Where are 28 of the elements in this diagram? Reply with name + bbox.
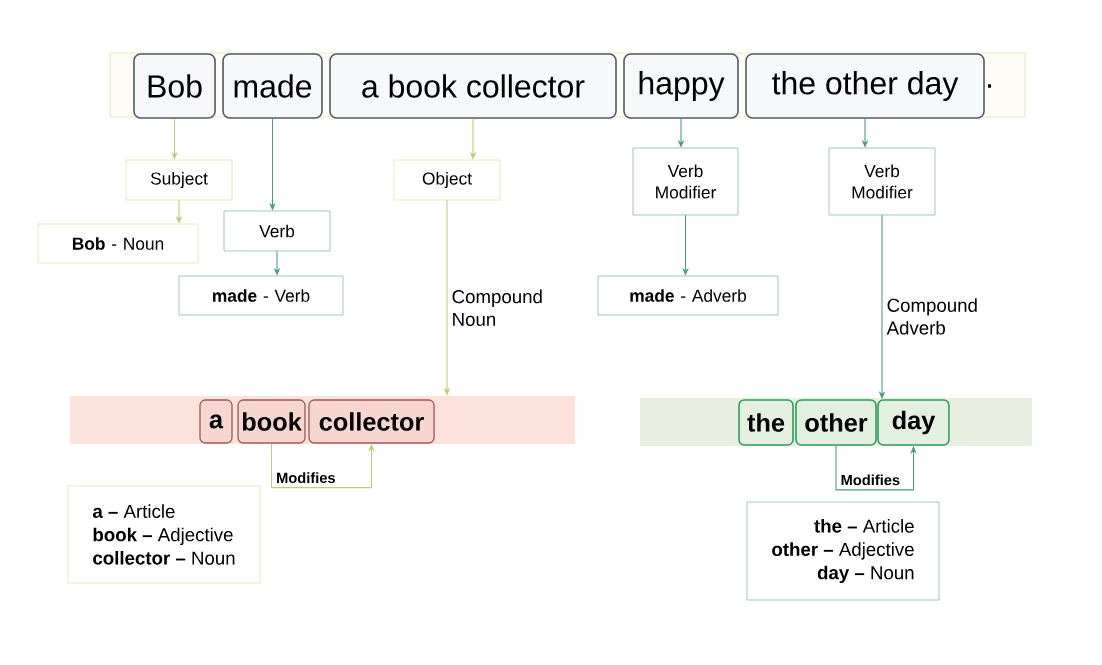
edge-label: Modifies: [841, 474, 900, 486]
label-box: Verb Modifier: [632, 147, 739, 216]
edge-label: Compound Adverb: [886, 298, 977, 335]
label-box: Bob - Noun: [37, 223, 199, 264]
edge-label: Compound Noun: [452, 289, 542, 326]
word-box: a book collector: [329, 53, 617, 119]
word-box: book: [237, 399, 306, 444]
word-box: day: [877, 399, 950, 446]
word-box: a: [199, 399, 233, 444]
word-box: the other day: [745, 53, 985, 119]
label-box: Object: [393, 159, 501, 201]
label-box: Subject: [125, 159, 233, 201]
word-box: made: [222, 53, 323, 119]
label-box: made - Adverb: [597, 275, 779, 316]
sentence-period: .: [988, 84, 992, 88]
label-box: Verb: [223, 210, 331, 252]
arrow: [270, 443, 375, 489]
label-box: Verb Modifier: [828, 147, 936, 216]
word-box: collector: [308, 399, 435, 444]
part-of-speech-box: the – Article other – Adjective day – Noun: [746, 501, 940, 601]
part-of-speech-box: a – Article book – Adjective collector – Noun: [67, 485, 261, 584]
word-box: the: [738, 399, 794, 446]
word-box: Bob: [133, 53, 216, 119]
edge-label: Modifies: [277, 472, 335, 484]
word-box: happy: [623, 53, 739, 119]
label-box: made - Verb: [178, 275, 344, 316]
arrow: [835, 445, 917, 491]
word-box: other: [795, 399, 877, 446]
